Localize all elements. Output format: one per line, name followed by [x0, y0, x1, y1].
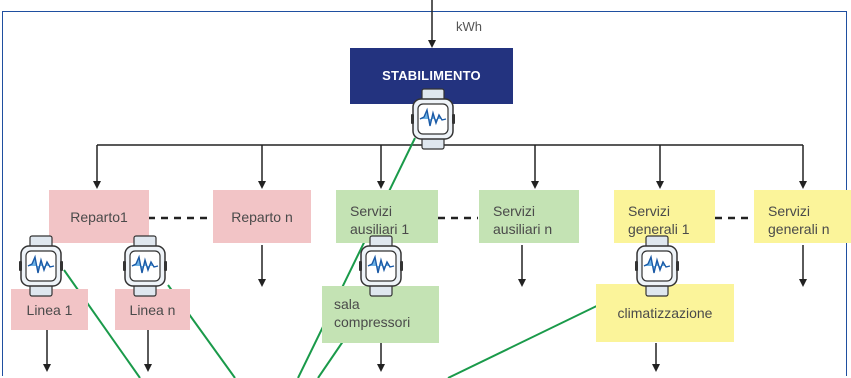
smartwatch-energy-meter-icon: [411, 88, 455, 150]
reparto-1-node: Reparto1: [49, 190, 149, 243]
linea-n-label: Linea n: [129, 301, 176, 318]
data-link-stabilimento: [297, 137, 416, 378]
reparto-n-node: Reparto n: [213, 190, 311, 243]
smartwatch-energy-meter-icon: [359, 235, 403, 297]
servizi-ausiliari-1-label: Servizi ausiliari 1: [350, 203, 410, 237]
input-unit-label: kWh: [456, 19, 482, 34]
sala-compressori-label: sala compressori: [334, 296, 411, 330]
linea-1-label: Linea 1: [26, 301, 73, 318]
servizi-generali-n-label: Servizi generali n: [768, 203, 830, 237]
data-link-linea-1: [63, 269, 141, 378]
smartwatch-energy-meter-icon: [635, 235, 679, 297]
stabilimento-label: STABILIMENTO: [382, 68, 481, 83]
servizi-generali-1-node: Servizi generali 1: [614, 190, 715, 243]
servizi-ausiliari-1-node: Servizi ausiliari 1: [336, 190, 438, 243]
servizi-generali-1-label: Servizi generali 1: [628, 203, 690, 237]
servizi-ausiliari-n-label: Servizi ausiliari n: [493, 203, 553, 237]
smartwatch-energy-meter-icon: [19, 235, 63, 297]
reparto-1-label: Reparto1: [70, 208, 128, 225]
smartwatch-energy-meter-icon: [123, 235, 167, 297]
climatizzazione-label: climatizzazione: [617, 305, 713, 321]
reparto-n-label: Reparto n: [231, 208, 293, 225]
servizi-ausiliari-n-node: Servizi ausiliari n: [479, 190, 579, 243]
servizi-generali-n-node: Servizi generali n: [754, 190, 851, 243]
